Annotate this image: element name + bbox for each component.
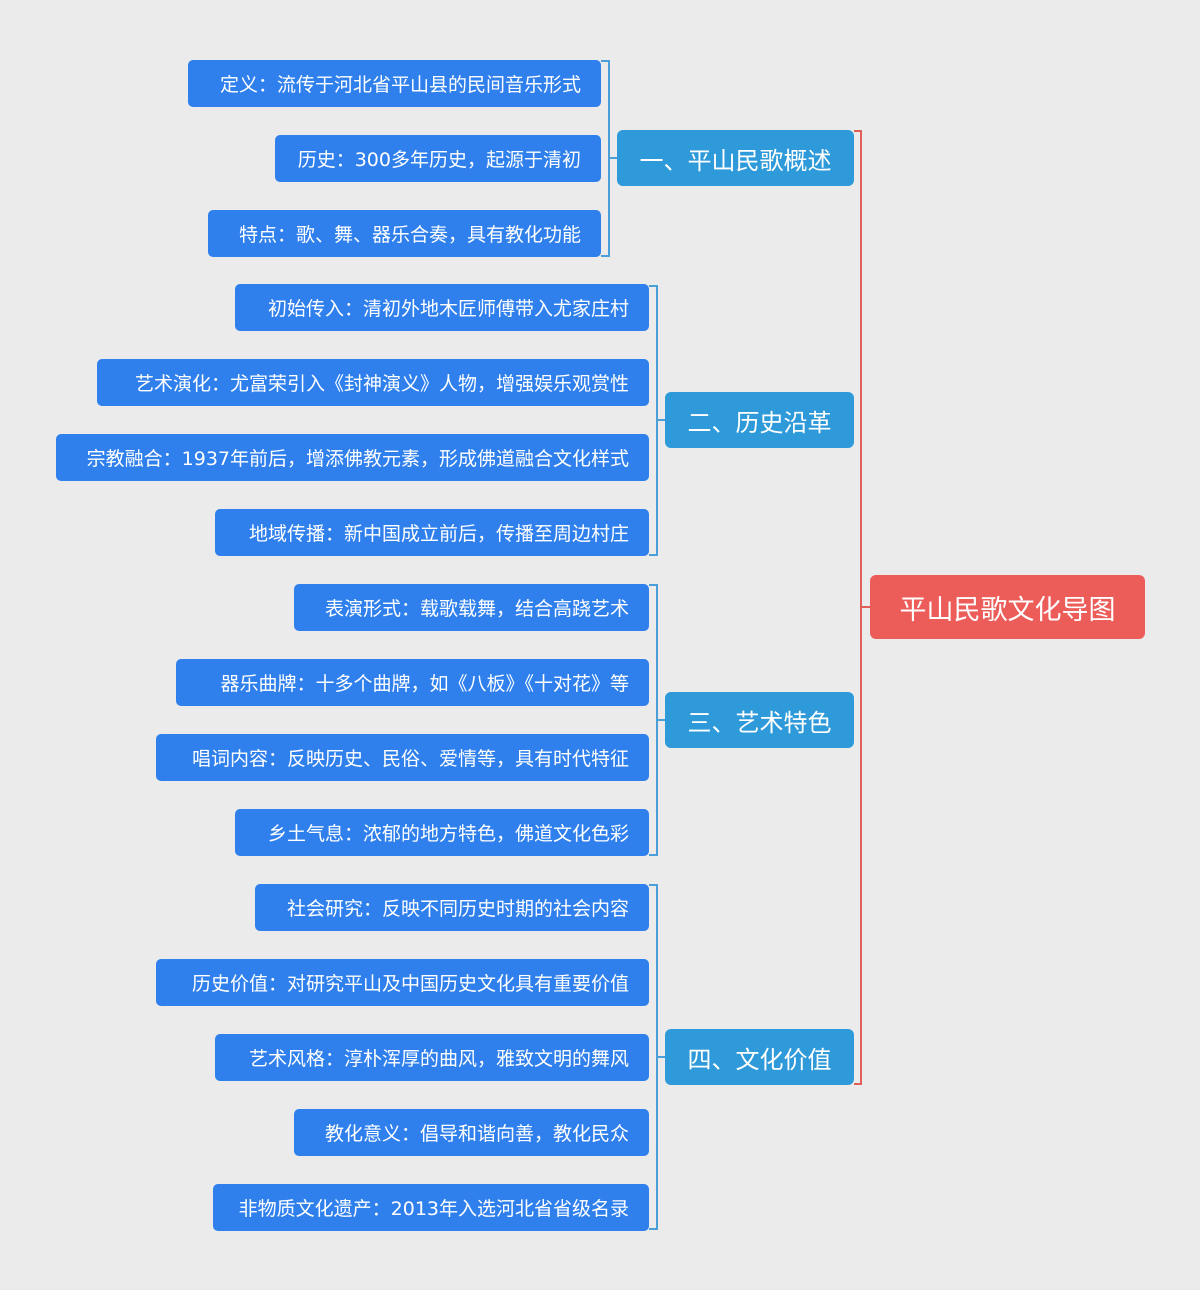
leaf-node[interactable]: 唱词内容：反映历史、民俗、爱情等，具有时代特征 <box>156 734 649 781</box>
leaf-node[interactable]: 教化意义：倡导和谐向善，教化民众 <box>294 1109 649 1156</box>
leaf-node[interactable]: 定义：流传于河北省平山县的民间音乐形式 <box>188 60 601 107</box>
leaf-label: 历史：300多年历史，起源于清初 <box>297 149 581 171</box>
leaf-label: 表演形式：载歌载舞，结合高跷艺术 <box>324 598 629 620</box>
leaf-node[interactable]: 社会研究：反映不同历史时期的社会内容 <box>255 884 649 931</box>
branch-3-connector <box>656 719 666 721</box>
branch-node-cultural-value[interactable]: 四、文化价值 <box>665 1029 854 1085</box>
leaf-label: 宗教融合：1937年前后，增添佛教元素，形成佛道融合文化样式 <box>86 448 629 470</box>
branch-2-bracket-bottom <box>649 554 657 556</box>
leaf-node[interactable]: 特点：歌、舞、器乐合奏，具有教化功能 <box>208 210 601 257</box>
leaf-label: 特点：歌、舞、器乐合奏，具有教化功能 <box>238 224 581 246</box>
root-label: 平山民歌文化导图 <box>899 594 1116 626</box>
root-bracket-bottom <box>854 1083 862 1085</box>
branch-3-bracket-bottom <box>649 854 657 856</box>
root-bracket-top <box>854 130 862 132</box>
branch-2-bracket-top <box>649 285 657 287</box>
leaf-node[interactable]: 初始传入：清初外地木匠师傅带入尤家庄村 <box>235 284 649 331</box>
leaf-label: 初始传入：清初外地木匠师傅带入尤家庄村 <box>267 298 629 320</box>
leaf-node[interactable]: 地域传播：新中国成立前后，传播至周边村庄 <box>215 509 649 556</box>
leaf-node[interactable]: 艺术演化：尤富荣引入《封神演义》人物，增强娱乐观赏性 <box>97 359 649 406</box>
branch-node-art-features[interactable]: 三、艺术特色 <box>665 692 854 748</box>
leaf-node[interactable]: 历史价值：对研究平山及中国历史文化具有重要价值 <box>156 959 649 1006</box>
leaf-node[interactable]: 表演形式：载歌载舞，结合高跷艺术 <box>294 584 649 631</box>
leaf-label: 乡土气息：浓郁的地方特色，佛道文化色彩 <box>267 823 629 845</box>
branch-node-overview[interactable]: 一、平山民歌概述 <box>617 130 854 186</box>
branch-1-connector <box>608 157 618 159</box>
root-node[interactable]: 平山民歌文化导图 <box>870 575 1145 639</box>
branch-1-bracket-top <box>601 60 609 62</box>
branch-3-bracket-top <box>649 584 657 586</box>
branch-4-bracket-top <box>649 884 657 886</box>
leaf-label: 器乐曲牌：十多个曲牌，如《八板》《十对花》等 <box>220 673 629 695</box>
branch-4-connector <box>656 1056 666 1058</box>
leaf-label: 地域传播：新中国成立前后，传播至周边村庄 <box>248 523 629 545</box>
root-connector <box>860 606 870 608</box>
leaf-label: 艺术演化：尤富荣引入《封神演义》人物，增强娱乐观赏性 <box>134 373 629 395</box>
leaf-label: 非物质文化遗产：2013年入选河北省省级名录 <box>238 1198 629 1220</box>
branch-4-bracket-bottom <box>649 1228 657 1230</box>
branch-label: 三、艺术特色 <box>687 708 832 737</box>
branch-1-bracket-bottom <box>601 255 609 257</box>
leaf-label: 唱词内容：反映历史、民俗、爱情等，具有时代特征 <box>191 748 629 770</box>
branch-label: 四、文化价值 <box>687 1045 832 1074</box>
leaf-node[interactable]: 非物质文化遗产：2013年入选河北省省级名录 <box>213 1184 649 1231</box>
leaf-node[interactable]: 艺术风格：淳朴浑厚的曲风，雅致文明的舞风 <box>215 1034 649 1081</box>
leaf-label: 教化意义：倡导和谐向善，教化民众 <box>324 1123 629 1145</box>
leaf-node[interactable]: 历史：300多年历史，起源于清初 <box>275 135 601 182</box>
leaf-label: 定义：流传于河北省平山县的民间音乐形式 <box>219 74 581 96</box>
leaf-label: 历史价值：对研究平山及中国历史文化具有重要价值 <box>191 973 629 995</box>
leaf-node[interactable]: 器乐曲牌：十多个曲牌，如《八板》《十对花》等 <box>176 659 649 706</box>
leaf-node[interactable]: 乡土气息：浓郁的地方特色，佛道文化色彩 <box>235 809 649 856</box>
leaf-label: 社会研究：反映不同历史时期的社会内容 <box>286 898 629 920</box>
branch-label: 一、平山民歌概述 <box>639 146 832 175</box>
branch-2-connector <box>656 419 666 421</box>
leaf-node[interactable]: 宗教融合：1937年前后，增添佛教元素，形成佛道融合文化样式 <box>56 434 649 481</box>
branch-label: 二、历史沿革 <box>687 408 832 437</box>
leaf-label: 艺术风格：淳朴浑厚的曲风，雅致文明的舞风 <box>248 1048 629 1070</box>
branch-node-history[interactable]: 二、历史沿革 <box>665 392 854 448</box>
